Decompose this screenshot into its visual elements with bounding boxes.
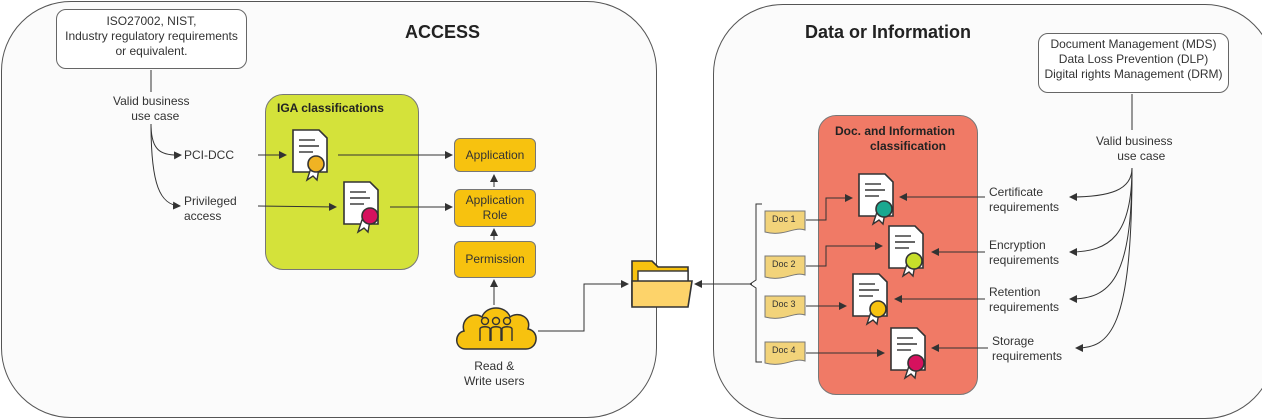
standards-box: ISO27002, NIST, Industry regulatory requ… <box>56 9 247 69</box>
certificate-requirements: Certificate requirements <box>989 185 1059 215</box>
storage-requirements-line-2: requirements <box>992 349 1063 363</box>
certificate-icon <box>343 181 379 234</box>
certificate-icon <box>888 225 924 278</box>
doc-icon <box>764 341 806 365</box>
doc-item: Doc 4 <box>764 341 806 367</box>
encryption-requirements: Encryption requirements <box>989 238 1059 268</box>
iga-classification-box <box>265 94 419 270</box>
classification-title-line-2: classification <box>869 139 947 153</box>
certificate-icon <box>858 173 894 226</box>
folder-icon <box>631 260 693 308</box>
doc-label: Doc 4 <box>772 345 796 355</box>
privileged-line-2: access <box>184 209 222 223</box>
pci-label: PCI-DCC <box>184 148 234 162</box>
classification-title-line-1: Doc. and Information <box>835 124 955 138</box>
doc-item: Doc 3 <box>764 295 806 321</box>
application-role-box: Application Role <box>454 189 536 227</box>
retention-requirements: Retention requirements <box>989 285 1059 315</box>
retention-requirements-line-2: requirements <box>989 300 1060 314</box>
encryption-requirements-line-2: requirements <box>989 253 1060 267</box>
users-line-1: Read & <box>474 359 515 373</box>
permission-box: Permission <box>454 241 536 278</box>
access-business-case-line-2: use case <box>131 109 180 123</box>
doc-icon <box>764 255 806 279</box>
systems-line-2: Data Loss Prevention (DLP) <box>1058 52 1209 66</box>
privileged-label: Privileged access <box>184 194 237 224</box>
standards-line-2: Industry regulatory requirements <box>65 29 238 43</box>
standards-line-3: or equivalent. <box>115 44 188 58</box>
classification-title: Doc. and Information classification <box>835 124 955 154</box>
access-business-case: Valid business use case <box>113 94 190 124</box>
certificate-requirements-line-2: requirements <box>989 200 1060 214</box>
data-title: Data or Information <box>805 22 972 42</box>
data-business-case-line-1: Valid business <box>1096 134 1173 148</box>
application-role-line-2: Role <box>482 208 508 222</box>
doc-label: Doc 3 <box>772 299 796 309</box>
access-business-case-line-1: Valid business <box>113 94 190 108</box>
doc-label: Doc 2 <box>772 259 796 269</box>
application-box: Application <box>454 138 536 172</box>
doc-label: Doc 1 <box>772 214 796 224</box>
retention-requirements-line-1: Retention <box>989 285 1041 299</box>
doc-icon <box>764 295 806 319</box>
access-title: ACCESS <box>405 22 481 42</box>
certificate-icon <box>292 129 328 182</box>
users-line-2: Write users <box>464 374 525 388</box>
certificate-requirements-line-1: Certificate <box>989 185 1044 199</box>
cloud-users-icon <box>456 307 537 350</box>
systems-line-3: Digital rights Management (DRM) <box>1044 67 1223 81</box>
doc-item: Doc 1 <box>764 210 806 236</box>
data-business-case: Valid business use case <box>1096 134 1173 164</box>
certificate-icon <box>852 273 888 326</box>
certificate-icon <box>890 327 926 380</box>
iga-title: IGA classifications <box>277 101 384 115</box>
encryption-requirements-line-1: Encryption <box>989 238 1046 252</box>
systems-line-1: Document Management (MDS) <box>1050 37 1217 51</box>
users-label: Read & Write users <box>464 359 524 389</box>
application-role-line-1: Application <box>465 193 525 207</box>
doc-icon <box>764 210 806 234</box>
data-business-case-line-2: use case <box>1117 149 1166 163</box>
storage-requirements: Storage requirements <box>992 334 1062 364</box>
storage-requirements-line-1: Storage <box>992 334 1035 348</box>
systems-box: Document Management (MDS) Data Loss Prev… <box>1038 33 1229 93</box>
doc-item: Doc 2 <box>764 255 806 281</box>
standards-line-1: ISO27002, NIST, <box>106 14 197 28</box>
privileged-line-1: Privileged <box>184 194 237 208</box>
